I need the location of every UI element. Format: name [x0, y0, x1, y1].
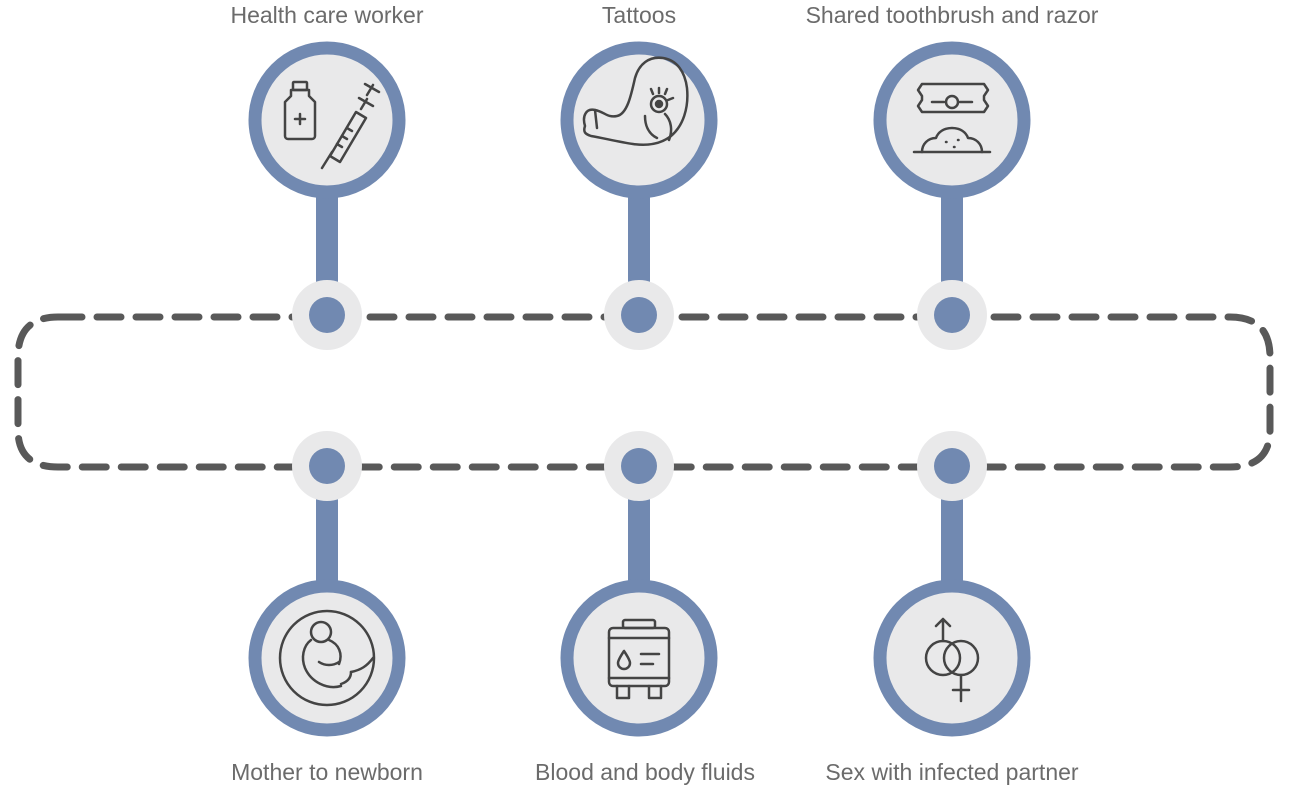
badge-health-care-worker — [255, 48, 399, 192]
badge-mother-to-newborn — [255, 586, 399, 730]
junction-node — [292, 431, 362, 501]
badge-shared-toothbrush-and-razor — [880, 48, 1024, 192]
junction-node — [604, 431, 674, 501]
label-blood-and-body-fluids: Blood and body fluids — [535, 759, 755, 785]
label-shared-toothbrush-and-razor: Shared toothbrush and razor — [805, 2, 1099, 28]
junction-node — [917, 431, 987, 501]
dashed-loop — [14, 313, 1274, 471]
label-health-care-worker: Health care worker — [230, 2, 424, 28]
junction-node — [292, 280, 362, 350]
label-tattoos: Tattoos — [601, 2, 677, 28]
label-mother-to-newborn: Mother to newborn — [231, 759, 423, 785]
junction-node — [604, 280, 674, 350]
label-sex-with-infected-partner: Sex with infected partner — [825, 759, 1079, 785]
badge-tattoos — [567, 48, 711, 192]
junction-node — [917, 280, 987, 350]
badge-blood-and-body-fluids — [567, 586, 711, 730]
badge-sex-with-infected-partner — [880, 586, 1024, 730]
